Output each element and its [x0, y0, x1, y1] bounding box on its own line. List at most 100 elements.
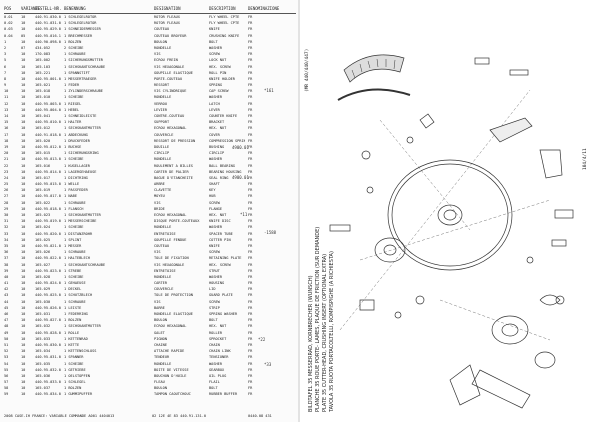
table-cell: 440.95.015.0: [35, 182, 61, 187]
table-cell: 440.95.033.0: [35, 380, 61, 385]
table-cell: 0.01: [4, 15, 13, 19]
table-cell: 10: [21, 392, 26, 397]
table-cell: VIS HEXAGONALE: [154, 262, 185, 267]
table-cell: 10: [21, 95, 26, 100]
table-cell: KNIFE HOLDER: [209, 76, 235, 81]
table-cell: STRUT: [209, 268, 220, 273]
table-cell: 1 SCHRAUBE: [64, 200, 86, 205]
table-cell: 10: [21, 182, 26, 187]
parts-list-header: POS VARIANTE BESTELL-NR. BENENNUNG DESIG…: [4, 5, 296, 14]
margin-note: *22: [258, 337, 266, 342]
table-cell: BRIDE: [154, 206, 165, 211]
table-cell: 1 FEDERRING: [64, 312, 88, 316]
table-cell: FR: [248, 392, 253, 397]
table-cell: 3: [4, 52, 7, 57]
table-cell: 10: [21, 256, 26, 261]
table-cell: 440.95.024.0: [35, 281, 61, 286]
table-cell: FR: [248, 64, 253, 69]
table-cell: FR: [248, 342, 253, 347]
table-cell: 170.083: [35, 52, 51, 57]
header-english: DESCRIPTION: [209, 6, 236, 11]
table-cell: 21: [4, 157, 9, 162]
table-cell: 165.024: [35, 225, 51, 230]
table-cell: 10: [21, 138, 26, 143]
table-cell: 165.221: [35, 70, 51, 75]
table-cell: ROLL PIN: [209, 70, 227, 75]
table-cell: 1 SCHLEGEL: [64, 380, 86, 385]
table-cell: 440.95.019.0: [35, 219, 61, 224]
table-cell: 10: [21, 262, 26, 267]
table-cell: 165.020: [35, 138, 51, 143]
table-cell: SCREW: [209, 52, 220, 57]
table-cell: FR: [248, 312, 253, 316]
table-cell: FR: [248, 231, 253, 236]
table-cell: 22: [4, 163, 9, 168]
table-cell: 57: [4, 380, 9, 385]
table-cell: 10: [21, 349, 26, 354]
table-cell: FR: [248, 27, 253, 32]
table-cell: BALL BEARING: [209, 163, 235, 168]
table-cell: 1 WELLE: [64, 182, 80, 187]
table-cell: 10: [21, 126, 26, 131]
table-cell: 30: [4, 213, 9, 217]
table-cell: 10: [21, 52, 26, 57]
table-cell: 1 DECKEL: [64, 287, 82, 292]
table-cell: 1 GETRIEBE: [64, 367, 86, 372]
header-pos: POS: [4, 6, 12, 11]
table-cell: ENTRETOISE: [154, 268, 176, 273]
table-cell: ECROU HEXAGONAL: [154, 324, 187, 329]
caption-english: PLATE 35 CUTTER-HEAD, CRUSHING INSERT (O…: [322, 253, 328, 412]
table-cell: CRUSHING KNIFE: [209, 33, 240, 38]
table-cell: ROULEMENT A BILLES: [154, 163, 193, 168]
table-cell: 1 DRUCKFEDER: [64, 138, 90, 143]
table-cell: 10: [21, 15, 26, 19]
table-cell: FLAIL: [209, 380, 220, 385]
table-cell: FR: [248, 144, 253, 149]
table-cell: FR: [248, 194, 253, 199]
table-cell: FR: [248, 361, 253, 366]
table-cell: 10: [21, 293, 26, 298]
table-cell: 14: [4, 114, 9, 118]
table-cell: FR: [248, 70, 253, 75]
table-cell: 10: [21, 281, 26, 286]
table-cell: 1 RIEGEL: [64, 101, 82, 106]
table-cell: COMPRESSION SPRING: [209, 138, 245, 143]
table-cell: FR: [248, 299, 253, 304]
table-cell: BOLT: [209, 386, 218, 391]
header-variant: VARIANTE: [21, 6, 41, 11]
table-cell: 10: [21, 206, 26, 211]
table-cell: HEX. NUT: [209, 324, 227, 329]
table-cell: BOITE DE VITESSE: [154, 367, 189, 372]
table-cell: 10: [21, 132, 26, 137]
table-cell: FR: [248, 21, 253, 26]
table-cell: 440.95.004.0: [35, 107, 61, 112]
table-cell: LID: [209, 287, 216, 292]
table-cell: 440.95.022.0: [35, 256, 61, 261]
table-cell: FR: [248, 349, 253, 354]
table-cell: RONDELLE: [154, 225, 172, 230]
table-cell: ROLLER: [209, 330, 222, 335]
table-cell: 10: [21, 324, 26, 329]
table-cell: 1 SCHRAUBE: [64, 52, 86, 57]
table-cell: 10: [21, 287, 26, 292]
table-cell: 10: [21, 188, 26, 193]
table-cell: 1 ZYLINDERSCHRAUBE: [64, 89, 103, 94]
table-cell: 165.023: [35, 213, 51, 217]
table-cell: 1 HALTER: [64, 120, 82, 125]
